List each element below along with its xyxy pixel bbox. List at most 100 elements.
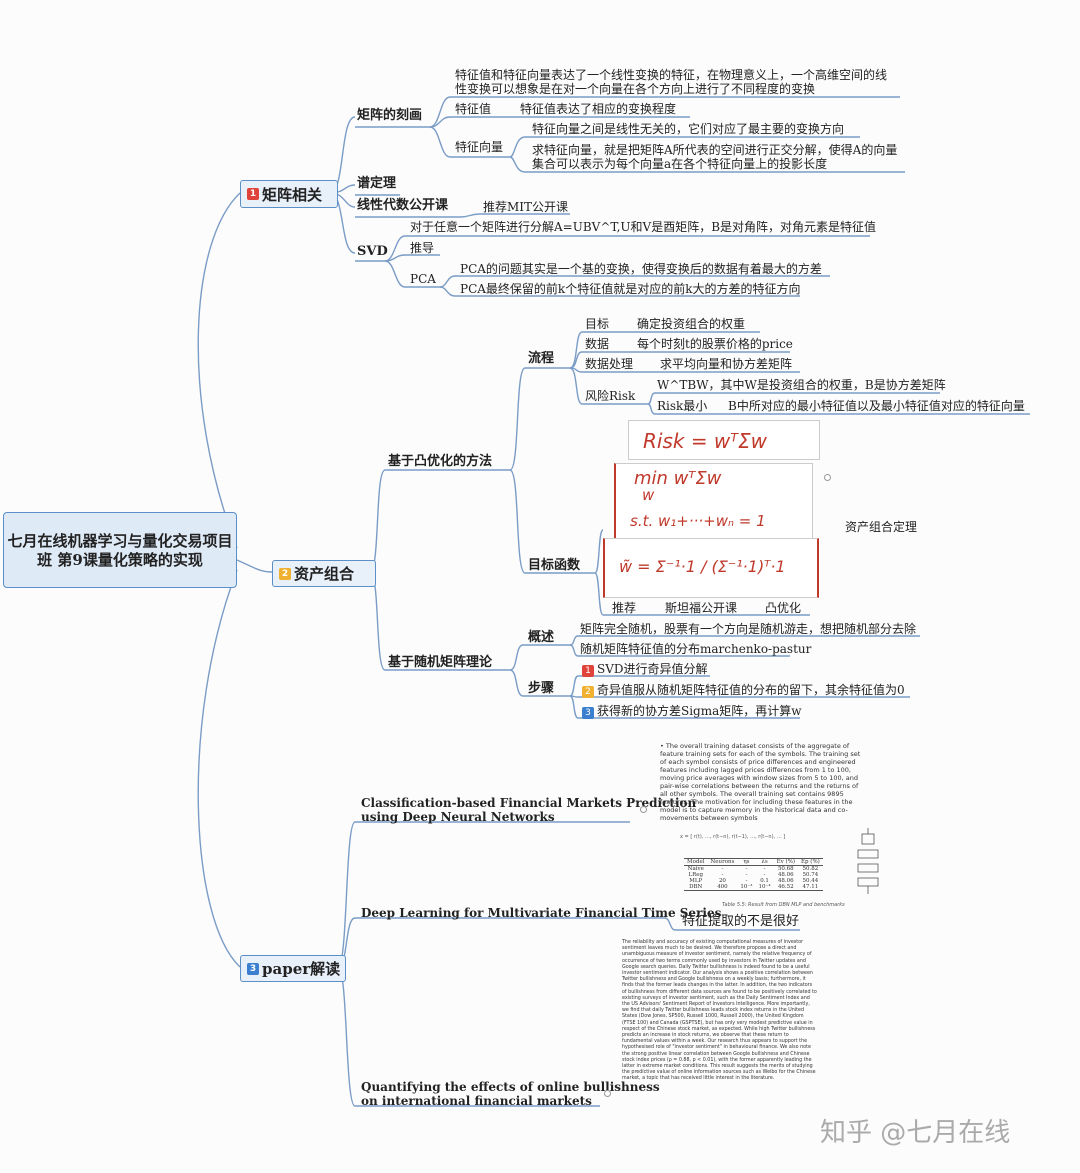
table-cell: -: [721, 872, 724, 878]
handwritten-min-variable: w: [642, 486, 655, 504]
node-risk[interactable]: 风险Risk: [585, 389, 636, 403]
table-cell: 46.52: [777, 884, 794, 890]
handwritten-min-objective: min wᵀΣw: [634, 468, 722, 489]
node-random-matrix[interactable]: 基于随机矩阵理论: [388, 655, 493, 670]
node-recommend[interactable]: 推荐: [612, 601, 637, 615]
table-cell: 400: [717, 884, 728, 890]
handwritten-weight-image: w̃ = Σ⁻¹·1 / (Σ⁻¹·1)ᵀ·1: [603, 538, 819, 598]
handwritten-min-image: min wᵀΣw w s.t. w₁+···+wₙ = 1: [614, 463, 813, 539]
image-anchor-dot: [640, 806, 647, 813]
node-stanford-course: 斯坦福公开课: [665, 601, 738, 615]
node-convex-optimization: 凸优化: [765, 601, 802, 615]
branch-paper[interactable]: 3 paper解读: [240, 955, 346, 982]
paper-3-abstract: The reliability and accuracy of existing…: [622, 940, 817, 1082]
table-cell: LReg: [688, 872, 704, 878]
node-steps[interactable]: 步骤: [528, 681, 555, 696]
node-svd[interactable]: SVD: [357, 244, 388, 259]
node-feature-extraction-note: 特征提取的不是很好: [682, 914, 800, 929]
node-overview-2: 随机矩阵特征值的分布marchenko-pastur: [580, 642, 812, 656]
node-eigenvalue[interactable]: 特征值: [455, 102, 492, 116]
table-cell: MLP: [689, 878, 703, 884]
number-badge-1: 1: [247, 188, 259, 200]
paper-1-title-line2[interactable]: using Deep Neural Networks: [361, 810, 555, 824]
table-cell: DBN: [689, 884, 703, 890]
node-convex-method[interactable]: 基于凸优化的方法: [388, 454, 493, 469]
node-linear-algebra[interactable]: 线性代数公开课: [357, 198, 449, 213]
node-derivation[interactable]: 推导: [410, 241, 435, 255]
node-eigenvector-desc-1: 特征向量之间是线性无关的，它们对应了最主要的变换方向: [532, 122, 845, 136]
node-eigenvector-desc-2b: 集合可以表示为每个向量a在各个特征向量上的投影长度: [532, 157, 828, 171]
table-cell: 50.44: [802, 878, 819, 884]
step-2-text: 奇异值服从随机矩阵特征值的分布的留下，其余特征值为0: [597, 683, 905, 697]
paper-3-title-line1[interactable]: Quantifying the effects of online bullis…: [361, 1080, 660, 1094]
node-risk-min-desc: B中所对应的最小特征值以及最小特征值对应的特征向量: [728, 399, 1025, 413]
table-cell: 10⁻³: [740, 884, 753, 890]
branch-label: paper解读: [262, 960, 341, 978]
branch-label: 矩阵相关: [262, 185, 323, 204]
node-matrix-portrait[interactable]: 矩阵的刻画: [357, 108, 423, 123]
paper-3-title-line2[interactable]: on international financial markets: [361, 1094, 592, 1108]
table-cell: 0.1: [760, 878, 769, 884]
node-overview-1: 矩阵完全随机，股票有一个方向是随机游走，想把随机部分去除: [580, 622, 917, 636]
node-data[interactable]: 数据: [585, 337, 610, 351]
node-pca-1: PCA的问题其实是一个基的变换，使得变换后的数据有着最大的方差: [460, 262, 822, 276]
table-cell: 50.74: [802, 872, 819, 878]
node-eigenvector-desc-2a: 求特征向量，就是把矩阵A所代表的空间进行正交分解，使得A的向量: [532, 143, 898, 157]
node-risk-min[interactable]: Risk最小: [657, 399, 708, 413]
table-cell: -: [721, 866, 724, 872]
node-linalg-recommend: 推荐MIT公开课: [483, 200, 569, 214]
table-header-cell: λs: [755, 858, 774, 866]
node-portfolio-theorem: 资产组合定理: [845, 520, 918, 534]
step-1-text: SVD进行奇异值分解: [597, 662, 708, 676]
table-cell: 50.82: [802, 866, 819, 872]
handwritten-constraint: s.t. w₁+···+wₙ = 1: [630, 512, 766, 530]
branch-matrix[interactable]: 1 矩阵相关: [240, 180, 338, 208]
table-cell: 10⁻⁴: [758, 884, 771, 890]
node-objective-function[interactable]: 目标函数: [528, 558, 581, 573]
node-overview[interactable]: 概述: [528, 630, 555, 645]
paper-1-abstract: • The overall training dataset consists …: [660, 742, 861, 822]
number-badge-2: 2: [279, 567, 291, 580]
node-goal[interactable]: 目标: [585, 317, 610, 331]
node-pca-2: PCA最终保留的前k个特征值就是对应的前k大的方差的特征方向: [460, 282, 801, 296]
root-title: 七月在线机器学习与量化交易项目班 第9课量化策略的实现: [7, 532, 233, 569]
table-row: DBN 400 10⁻³ 10⁻⁴ 46.52 47.11: [684, 884, 823, 891]
node-spectral-theorem[interactable]: 谱定理: [357, 176, 397, 191]
table-cell: -: [745, 866, 748, 872]
node-risk-desc: W^TBW，其中W是投资组合的权重，B是协方差矩阵: [657, 378, 946, 392]
branch-portfolio[interactable]: 2 资产组合: [272, 560, 376, 587]
node-eigenvector[interactable]: 特征向量: [455, 140, 504, 154]
paper-1-title-line1[interactable]: Classification-based Financial Markets P…: [361, 796, 697, 810]
node-svd-desc: 对于任意一个矩阵进行分解A=UBV^T,U和V是酉矩阵，B是对角阵，对角元素是特…: [410, 220, 877, 234]
zhihu-watermark: 知乎 @七月在线: [820, 1118, 1011, 1148]
node-pca[interactable]: PCA: [410, 272, 436, 286]
image-anchor-dot: [604, 1090, 611, 1097]
node-data-desc: 每个时刻t的股票价格的price: [637, 337, 793, 351]
paper-2-title[interactable]: Deep Learning for Multivariate Financial…: [361, 906, 722, 920]
node-process[interactable]: 流程: [528, 351, 555, 366]
node-data-processing[interactable]: 数据处理: [585, 357, 634, 371]
table-header-cell: Ep (%): [798, 858, 823, 866]
table-header-cell: Neurons: [707, 858, 738, 866]
table-cell: -: [763, 866, 766, 872]
root-node[interactable]: 七月在线机器学习与量化交易项目班 第9课量化策略的实现: [3, 512, 237, 588]
table-cell: 47.11: [802, 884, 819, 890]
table-cell: Naive: [687, 866, 704, 872]
table-cell: -: [745, 872, 748, 878]
handwritten-risk-formula: Risk = wᵀΣw: [643, 429, 767, 453]
table-cell: 20: [718, 878, 726, 884]
table-cell: 48.06: [777, 878, 794, 884]
handwritten-risk-image: Risk = wᵀΣw: [628, 420, 820, 460]
branch-label: 资产组合: [294, 565, 355, 583]
paper-2-formula-strip: x = [ r(t), …, r(t−n), r(t−1), …, r(t−n)…: [680, 834, 786, 840]
table-header-cell: Model: [684, 858, 708, 866]
table-cell: -: [763, 872, 766, 878]
